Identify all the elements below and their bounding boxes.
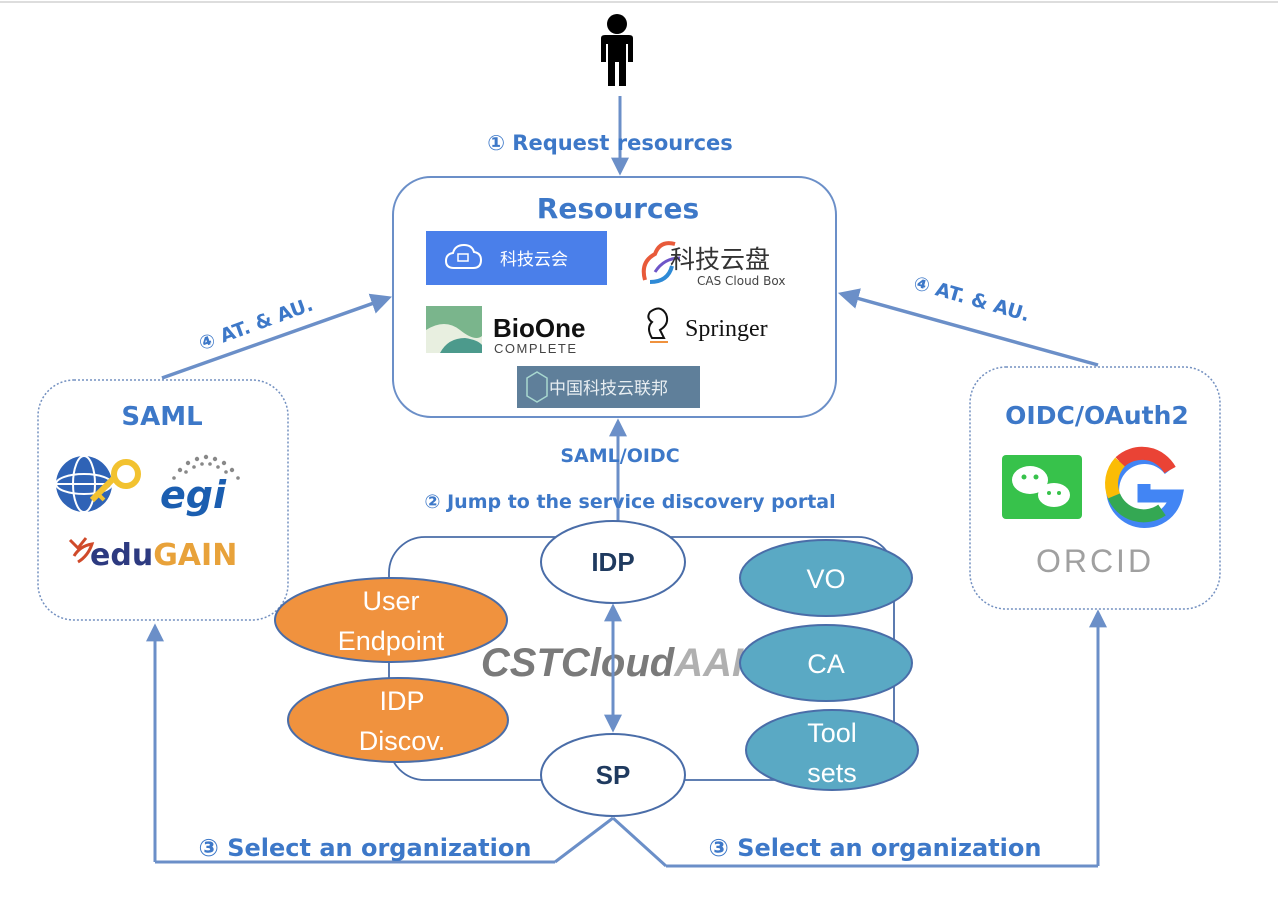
bottom-flow-lines bbox=[146, 609, 1107, 868]
user-endpoint-node: User Endpoint bbox=[274, 577, 508, 663]
saml-box bbox=[37, 379, 289, 621]
bioone-logo: BioOne COMPLETE bbox=[426, 306, 585, 356]
ca-node: CA bbox=[739, 624, 913, 702]
ca-label: CA bbox=[807, 649, 845, 679]
bioone-sub-text: COMPLETE bbox=[494, 341, 578, 356]
select-org-label-left: ③ Select an organization bbox=[199, 834, 532, 862]
idp-discovery-line1: IDP bbox=[379, 686, 424, 716]
keji-yunpan-logo: 科技云盘 CAS Cloud Box bbox=[641, 241, 785, 288]
oidc-box bbox=[969, 366, 1221, 610]
auth-arrow-right bbox=[837, 288, 1099, 367]
idp-label: IDP bbox=[591, 547, 634, 577]
request-resources-label: ① Request resources bbox=[487, 131, 733, 155]
toolsets-line2: sets bbox=[807, 758, 857, 788]
toolsets-line1: Tool bbox=[807, 718, 857, 748]
egi-text: egi bbox=[160, 473, 227, 517]
video-camera-icon bbox=[457, 253, 469, 262]
protocol-label: SAML/OIDC bbox=[560, 445, 679, 467]
vo-label: VO bbox=[806, 564, 845, 594]
federation-text: 中国科技云联邦 bbox=[549, 379, 668, 399]
idp-node: IDP bbox=[540, 520, 686, 604]
cas-cloud-box-text: CAS Cloud Box bbox=[697, 274, 785, 288]
keji-yunhui-text: 科技云会 bbox=[500, 250, 568, 269]
oidc-title: OIDC/OAuth2 bbox=[1005, 401, 1189, 430]
keji-yunpan-text: 科技云盘 bbox=[670, 245, 770, 274]
edugain-gain-text: GAIN bbox=[153, 538, 237, 573]
google-icon bbox=[1105, 446, 1184, 529]
springer-horse-icon bbox=[647, 307, 669, 339]
sp-label: SP bbox=[596, 760, 631, 790]
federation-logo: 中国科技云联邦 bbox=[517, 366, 700, 408]
edugain-logo: eduGAIN bbox=[68, 537, 237, 573]
svg-text:CSTCloudAAI: CSTCloudAAI bbox=[481, 641, 744, 685]
vo-node: VO bbox=[739, 539, 913, 617]
user-person-icon bbox=[601, 14, 633, 86]
cube-icon bbox=[526, 371, 548, 403]
globe-key-icon bbox=[55, 455, 141, 513]
aai-text: AAI bbox=[673, 641, 744, 685]
egi-logo: egi bbox=[160, 454, 240, 517]
edugain-edu-text: edu bbox=[90, 538, 153, 573]
cstcloud-text: CSTCloud bbox=[481, 641, 676, 685]
orcid-text: ORCID bbox=[1036, 543, 1154, 579]
idp-discovery-node: IDP Discov. bbox=[287, 677, 509, 763]
select-org-label-right: ③ Select an organization bbox=[709, 834, 1042, 862]
svg-text:eduGAIN: eduGAIN bbox=[90, 538, 237, 573]
user-endpoint-line1: User bbox=[362, 586, 419, 616]
auth-arrow-left bbox=[161, 293, 392, 380]
springer-logo: Springer bbox=[647, 307, 768, 343]
toolsets-node: Tool sets bbox=[745, 709, 919, 791]
resources-title: Resources bbox=[537, 192, 699, 225]
user-endpoint-line2: Endpoint bbox=[338, 626, 445, 656]
bioone-text: BioOne bbox=[493, 313, 585, 343]
keji-yunhui-logo: 科技云会 bbox=[426, 231, 607, 285]
idp-discovery-line2: Discov. bbox=[359, 726, 446, 756]
saml-title: SAML bbox=[121, 402, 202, 432]
sp-node: SP bbox=[540, 733, 686, 817]
jump-portal-label: ② Jump to the service discovery portal bbox=[424, 491, 835, 513]
springer-text: Springer bbox=[685, 316, 768, 342]
wechat-icon bbox=[1002, 455, 1082, 519]
edugain-key-icon bbox=[68, 537, 95, 564]
